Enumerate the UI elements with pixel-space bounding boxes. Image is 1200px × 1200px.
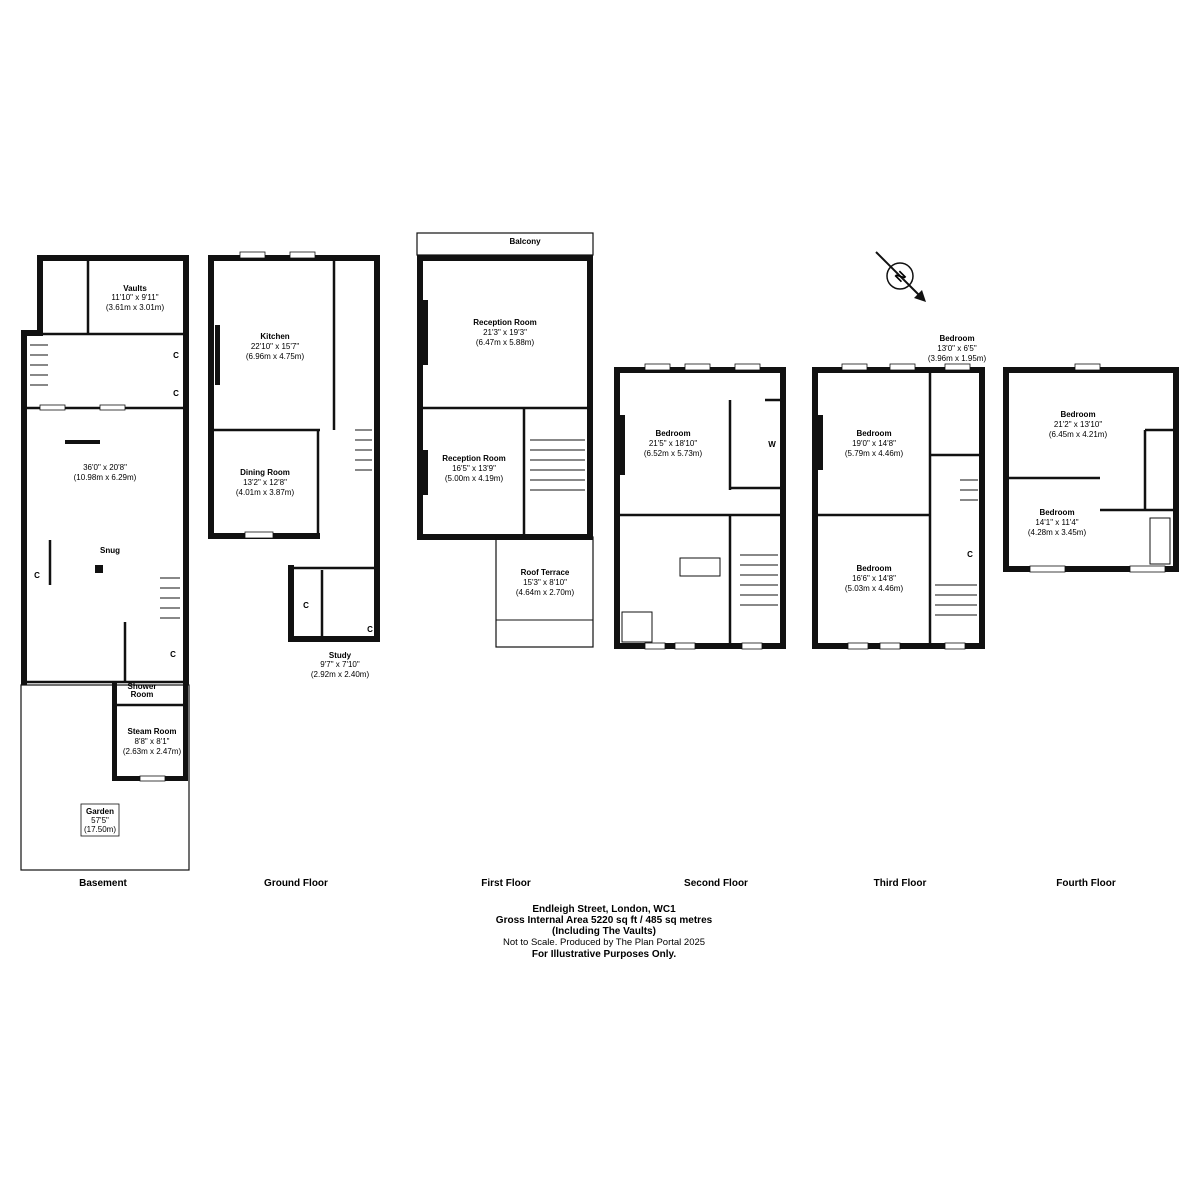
fourth-bedroom-2-dim-metric: (4.28m x 3.45m)	[1028, 528, 1087, 537]
reception-room-2-dim-metric: (5.00m x 4.19m)	[445, 474, 504, 483]
balcony-name: Balcony	[509, 237, 541, 246]
reception-room-2-name: Reception Room	[442, 454, 506, 463]
cupboard-label: C	[173, 389, 179, 398]
study-dim-metric: (2.92m x 2.40m)	[311, 670, 370, 679]
cupboard-label: C	[170, 650, 176, 659]
footer-address: Endleigh Street, London, WC1	[532, 904, 676, 915]
cupboard-label: C	[173, 351, 179, 360]
second-floor-label: Second Floor	[684, 878, 748, 889]
garden-dim-imperial: 57'5"	[91, 816, 109, 825]
compass: N	[875, 251, 926, 302]
reception-room-2-dim-imperial: 16'5" x 13'9"	[452, 464, 496, 473]
study-dim-imperial: 9'7" x 7'10"	[320, 660, 360, 669]
reception-room-1-dim-imperial: 21'3" x 19'3"	[483, 328, 527, 337]
dining-room-dim-imperial: 13'2" x 12'8"	[243, 478, 287, 487]
first-floor-plan	[416, 232, 594, 648]
fourth-floor-plan	[1003, 363, 1179, 573]
cupboard-label: C	[34, 571, 40, 580]
basement-main-dim-imperial: 36'0" x 20'8"	[83, 463, 127, 472]
cupboard-label: C	[967, 550, 973, 559]
second-bedroom-dim-metric: (6.52m x 5.73m)	[644, 449, 703, 458]
second-bedroom-dim-imperial: 21'5" x 18'10"	[649, 439, 697, 448]
first-floor-label: First Floor	[481, 878, 531, 889]
dining-room-dim-metric: (4.01m x 3.87m)	[236, 488, 295, 497]
roof-terrace-dim-metric: (4.64m x 2.70m)	[516, 588, 575, 597]
third-floor-label: Third Floor	[874, 878, 927, 889]
fourth-floor-label: Fourth Floor	[1056, 878, 1116, 889]
third-floor-plan	[812, 363, 985, 650]
third-bedroom-2-dim-metric: (5.03m x 4.46m)	[845, 584, 904, 593]
third-bedroom-1-name: Bedroom	[856, 429, 891, 438]
fourth-bedroom-1-dim-imperial: 21'2" x 13'10"	[1054, 420, 1102, 429]
steam-room-name: Steam Room	[128, 727, 177, 736]
cupboard-label: C	[367, 625, 373, 634]
footer-including: (Including The Vaults)	[552, 926, 656, 937]
vaults-dim-metric: (3.61m x 3.01m)	[106, 303, 165, 312]
third-bedroom-1-dim-metric: (5.79m x 4.46m)	[845, 449, 904, 458]
fourth-bedroom-2-name: Bedroom	[1039, 508, 1074, 517]
basement-plan	[20, 255, 190, 871]
steam-room-dim-metric: (2.63m x 2.47m)	[123, 747, 182, 756]
vaults-name: Vaults	[123, 284, 147, 293]
footer-disclaimer: For Illustrative Purposes Only.	[532, 949, 677, 960]
second-floor-plan	[614, 363, 786, 650]
ground-floor-label: Ground Floor	[264, 878, 328, 889]
third-bedroom-2-dim-imperial: 16'6" x 14'8"	[852, 574, 896, 583]
fourth-bedroom-2-dim-imperial: 14'1" x 11'4"	[1035, 518, 1078, 527]
study-name: Study	[329, 651, 352, 660]
cupboard-label: C	[303, 601, 309, 610]
third-bedroom-small-dim-imperial: 13'0" x 6'5"	[937, 344, 977, 353]
fourth-bedroom-1-dim-metric: (6.45m x 4.21m)	[1049, 430, 1108, 439]
third-bedroom-1-dim-imperial: 19'0" x 14'8"	[852, 439, 896, 448]
vaults-dim-imperial: 11'10" x 9'11"	[111, 293, 158, 302]
kitchen-name: Kitchen	[260, 332, 289, 341]
kitchen-dim-metric: (6.96m x 4.75m)	[246, 352, 305, 361]
basement-label: Basement	[79, 878, 127, 889]
third-bedroom-small-name: Bedroom	[939, 334, 974, 343]
fourth-bedroom-1-name: Bedroom	[1060, 410, 1095, 419]
roof-terrace-name: Roof Terrace	[521, 568, 570, 577]
wardrobe-label: W	[768, 440, 776, 449]
second-bedroom-name: Bedroom	[655, 429, 690, 438]
ground-floor-plan	[208, 251, 380, 642]
reception-room-1-name: Reception Room	[473, 318, 537, 327]
garden-dim-metric: (17.50m)	[84, 825, 116, 834]
garden-name: Garden	[86, 807, 114, 816]
dining-room-name: Dining Room	[240, 468, 290, 477]
third-bedroom-2-name: Bedroom	[856, 564, 891, 573]
snug-name: Snug	[100, 546, 120, 555]
basement-main-dim-metric: (10.98m x 6.29m)	[74, 473, 137, 482]
kitchen-dim-imperial: 22'10" x 15'7"	[251, 342, 299, 351]
reception-room-1-dim-metric: (6.47m x 5.88m)	[476, 338, 535, 347]
footer-scale: Not to Scale. Produced by The Plan Porta…	[503, 937, 705, 948]
steam-room-dim-imperial: 8'8" x 8'1"	[135, 737, 170, 746]
footer-area: Gross Internal Area 5220 sq ft / 485 sq …	[496, 915, 713, 926]
shower-room-name-1: Shower	[128, 682, 157, 691]
third-bedroom-small-dim-metric: (3.96m x 1.95m)	[928, 354, 987, 363]
shower-room-name-2: Room	[131, 690, 154, 699]
roof-terrace-dim-imperial: 15'3" x 8'10"	[523, 578, 567, 587]
